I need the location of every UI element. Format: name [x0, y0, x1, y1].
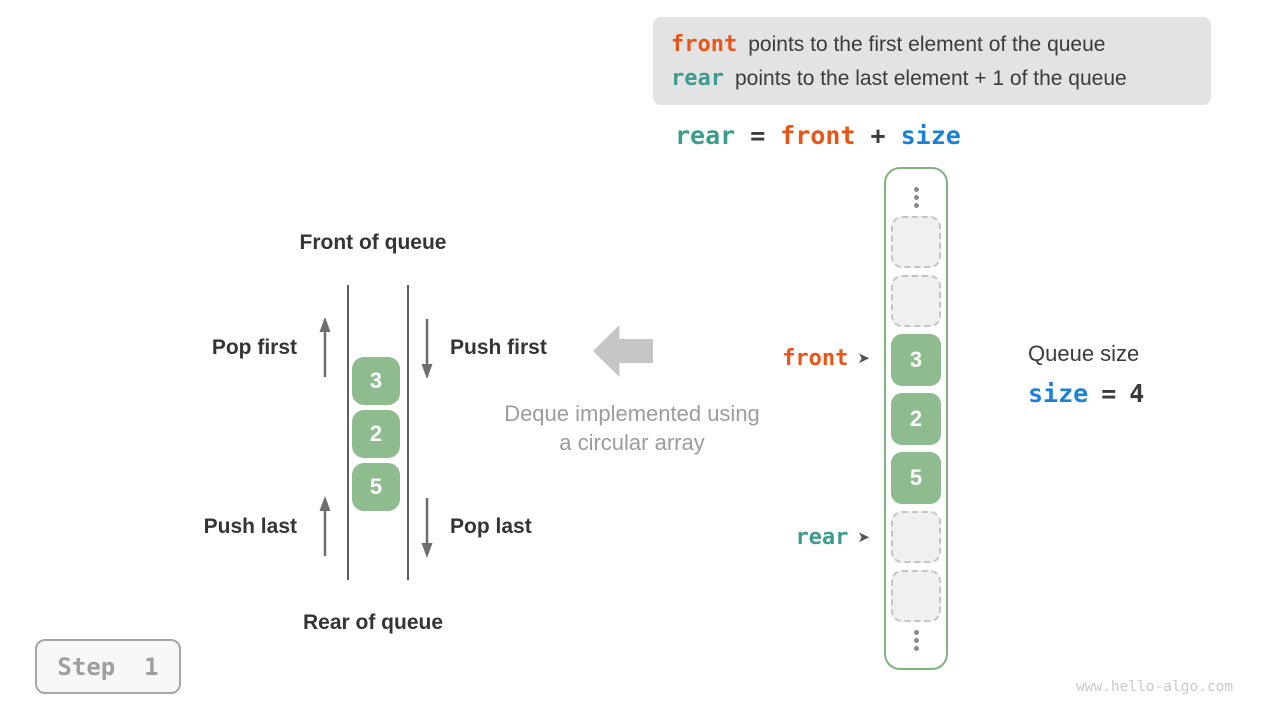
front-pointer-label: front	[782, 345, 849, 371]
array-cell: 3	[891, 333, 941, 386]
right-arrowhead-icon: ➤	[857, 349, 870, 367]
rear-keyword: rear	[671, 65, 724, 91]
front-pointer: front ➤	[670, 343, 870, 373]
array-cell-empty	[891, 274, 941, 327]
caption-line: Deque implemented using	[504, 401, 760, 426]
step-indicator: Step 1	[35, 639, 181, 694]
front-keyword: front	[671, 31, 738, 57]
up-arrow-icon	[319, 317, 331, 377]
ellipsis-icon	[913, 186, 919, 209]
ellipsis-icon	[913, 629, 919, 652]
left-block-arrow-icon	[593, 325, 653, 377]
queue-cell: 5	[352, 463, 400, 511]
right-arrowhead-icon: ➤	[857, 528, 870, 546]
step-indicator-label: Step 1	[57, 652, 159, 681]
array-cell-empty	[891, 510, 941, 563]
queue-channel-left-line	[347, 285, 349, 580]
rear-of-queue-label: Rear of queue	[302, 611, 444, 634]
formula-rear: rear	[675, 120, 736, 150]
queue-size-title: Queue size	[1028, 341, 1140, 366]
caption-line: a circular array	[559, 430, 705, 455]
front-of-queue-label: Front of queue	[299, 231, 447, 254]
formula-front: front	[780, 120, 856, 150]
queue-size-block: Queue size size = 4	[1028, 341, 1144, 408]
size-value: 4	[1129, 379, 1145, 408]
pop-first-label: Pop first	[211, 336, 297, 359]
down-arrow-icon	[421, 319, 433, 379]
up-arrow-icon	[319, 496, 331, 556]
formula-size: size	[900, 120, 961, 150]
watermark: www.hello-algo.com	[1076, 679, 1234, 695]
queue-cell: 3	[352, 357, 400, 405]
queue-cell: 2	[352, 410, 400, 458]
formula-plus: +	[870, 120, 886, 150]
array-cell-empty	[891, 569, 941, 622]
array-cell: 2	[891, 392, 941, 445]
legend-line-front: front points to the first element of the…	[671, 32, 1211, 57]
formula-equals: =	[750, 120, 766, 150]
down-arrow-icon	[421, 498, 433, 558]
queue-channel-right-line	[407, 285, 409, 580]
push-last-label: Push last	[203, 515, 297, 538]
pointer-legend-box: front points to the first element of the…	[653, 17, 1211, 105]
array-cell-empty	[891, 215, 941, 268]
rear-formula: rear = front + size	[675, 119, 961, 151]
rear-description: points to the last element + 1 of the qu…	[734, 66, 1127, 90]
figure-caption: Deque implemented using a circular array	[482, 399, 782, 457]
rear-pointer: rear ➤	[670, 522, 870, 552]
pop-last-label: Pop last	[450, 515, 532, 538]
push-first-label: Push first	[450, 336, 547, 359]
rear-pointer-label: rear	[795, 524, 849, 550]
size-equals: =	[1101, 379, 1117, 408]
array-cell: 5	[891, 451, 941, 504]
circular-array-container: 3 2 5	[884, 167, 948, 670]
front-description: points to the first element of the queue	[748, 32, 1106, 56]
legend-line-rear: rear points to the last element + 1 of t…	[671, 66, 1211, 91]
size-variable: size	[1028, 379, 1089, 408]
queue-size-expression: size = 4	[1028, 379, 1144, 408]
